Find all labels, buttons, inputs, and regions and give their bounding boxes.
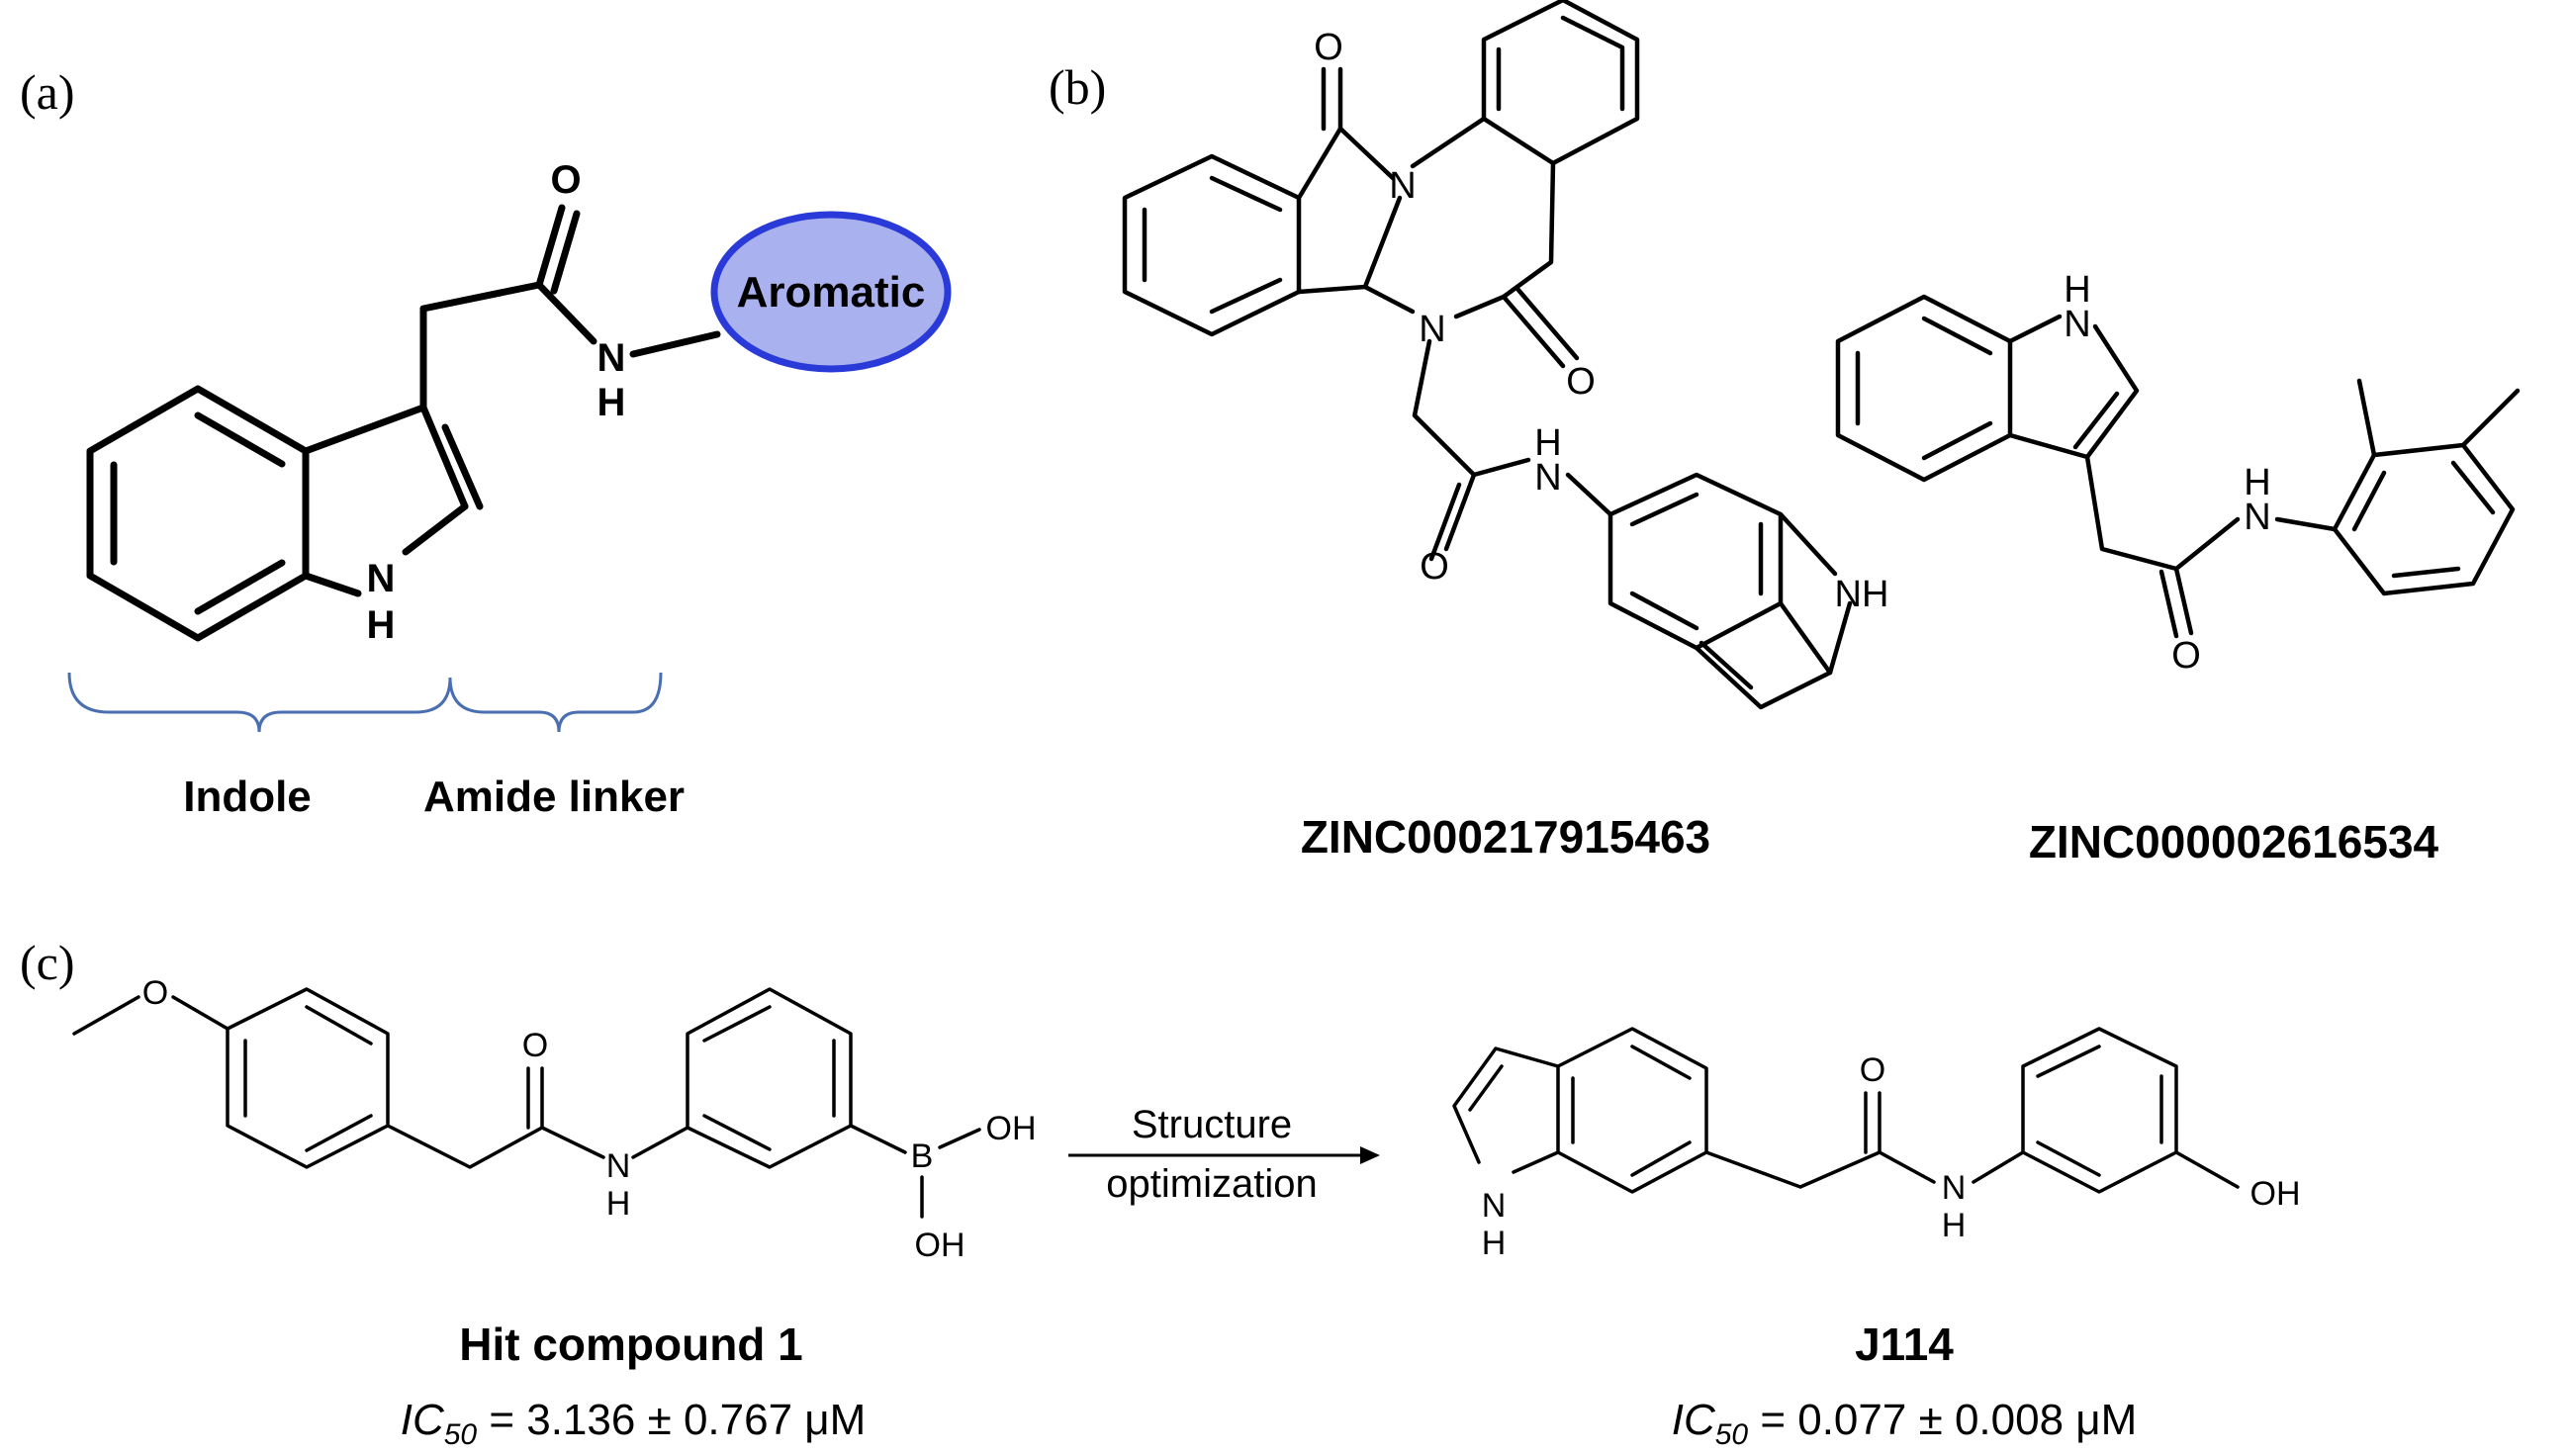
ic50-label: IC <box>1672 1396 1716 1444</box>
atom-h-amide1: H <box>606 1185 631 1223</box>
ic50-j114: IC50 = 0.077 ± 0.008 μM <box>1672 1396 2138 1451</box>
ic50-sub: 50 <box>444 1418 478 1451</box>
panel-c-label: (c) <box>20 935 75 990</box>
arrow-label-top: Structure <box>1132 1103 1292 1146</box>
panel-a-label: (a) <box>20 64 75 120</box>
aromatic-group-ellipse <box>710 211 952 373</box>
zinc-217915463-structure <box>1122 0 1853 710</box>
atom-n-amide-j114: N <box>1942 1169 1967 1207</box>
compound-name-zinc-2616534: ZINC000002616534 <box>2029 816 2439 867</box>
atom-n-indole2: N <box>2064 304 2090 345</box>
atom-oh-top: OH <box>986 1110 1037 1147</box>
atom-o-methoxy: O <box>142 974 168 1012</box>
segment-amide-linker-label: Amide linker <box>423 773 685 821</box>
atom-o-right: O <box>1566 361 1596 403</box>
atom-oh-bottom: OH <box>915 1227 965 1264</box>
atom-h-indole2: H <box>2064 269 2090 311</box>
aromatic-group-label: Aromatic <box>737 268 926 317</box>
compound-name-zinc-217915463: ZINC000217915463 <box>1301 811 1710 863</box>
atom-o-amide1: O <box>522 1027 548 1064</box>
panel-b: (b) <box>1049 0 2521 867</box>
panel-a: (a) O N H N H Aromatic Indole <box>20 64 952 821</box>
compound-name-hit-1: Hit compound 1 <box>459 1319 803 1370</box>
atom-boron: B <box>911 1138 934 1175</box>
atom-o: O <box>550 158 581 202</box>
atom-n-amide1: N <box>606 1147 631 1185</box>
panel-b-label: (b) <box>1049 59 1106 115</box>
atom-h-indole: H <box>367 603 396 647</box>
atom-o-amide-j114: O <box>1860 1051 1885 1089</box>
segment-indole-label: Indole <box>183 773 312 821</box>
atom-o-top: O <box>1314 27 1343 68</box>
compound-name-j114: J114 <box>1855 1319 1954 1370</box>
atom-n-amide: N <box>597 336 626 380</box>
atom-o-amide2: O <box>2171 635 2201 677</box>
atom-n-amide2: N <box>2244 497 2270 538</box>
atom-n-ring2: N <box>1419 309 1445 350</box>
arrow-label-bottom: optimization <box>1106 1162 1317 1206</box>
atom-h-indole-j114: H <box>1482 1225 1507 1262</box>
atom-n-indole: N <box>367 557 396 600</box>
atom-n-amide: N <box>1534 457 1561 499</box>
atom-n-indole-j114: N <box>1482 1187 1507 1225</box>
indole-scaffold-structure <box>86 204 721 642</box>
panel-c: (c) O O N H B OH OH <box>20 935 2301 1451</box>
j114-structure <box>1452 1027 2240 1194</box>
atom-h-amide: H <box>1534 422 1561 464</box>
ic50-value: = 3.136 ± 0.767 μM <box>477 1396 866 1444</box>
hit-compound-1-structure <box>72 987 981 1219</box>
ic50-sub: 50 <box>1715 1418 1749 1451</box>
atom-h-amide2: H <box>2244 462 2270 503</box>
ic50-value: = 0.077 ± 0.008 μM <box>1748 1396 2137 1444</box>
atom-o-amide: O <box>1420 546 1449 588</box>
amide-linker-brace <box>448 672 663 733</box>
atom-n-ring1: N <box>1389 165 1416 207</box>
atom-oh-phenol: OH <box>2250 1175 2301 1213</box>
atom-h-amide: H <box>597 381 626 424</box>
atom-nh-indole: NH <box>1835 574 1889 615</box>
arrow-head-icon <box>1360 1146 1380 1164</box>
atom-h-amide-j114: H <box>1942 1207 1967 1244</box>
zinc-2616534-structure <box>1835 294 2521 639</box>
ic50-label: IC <box>401 1396 445 1444</box>
indole-brace <box>67 672 452 733</box>
ic50-hit-1: IC50 = 3.136 ± 0.767 μM <box>401 1396 867 1451</box>
